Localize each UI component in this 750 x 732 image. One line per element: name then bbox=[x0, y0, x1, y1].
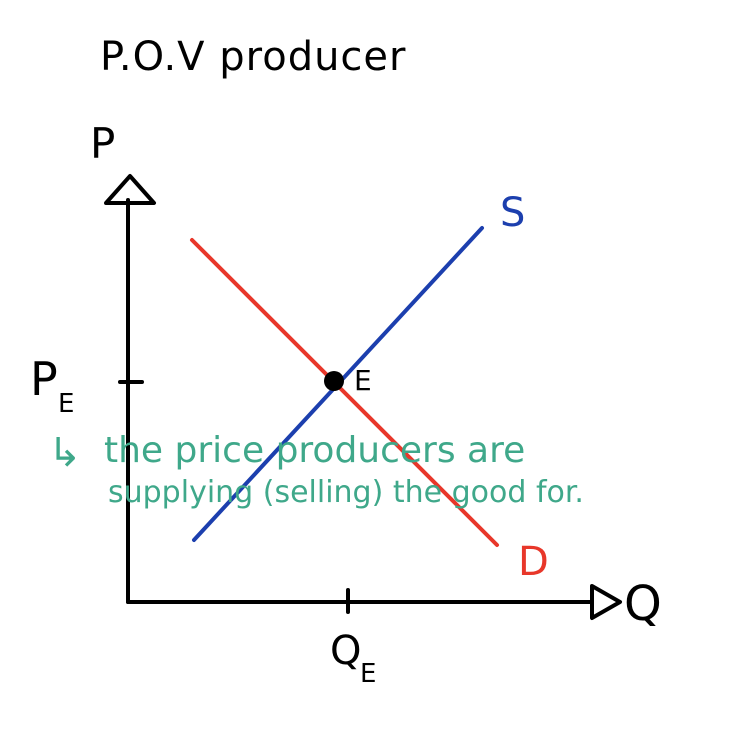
demand-label: D bbox=[518, 539, 549, 585]
title: P.O.V producer bbox=[100, 34, 406, 80]
price-marker-sub: E bbox=[58, 389, 74, 419]
x-axis-arrowhead bbox=[590, 584, 622, 620]
x-axis-label: Q bbox=[624, 576, 662, 632]
supply-label: S bbox=[500, 190, 525, 236]
y-axis-label: P bbox=[90, 119, 115, 168]
quantity-marker-sub: E bbox=[360, 659, 376, 689]
annotation: ↳ the price producers are supplying (sel… bbox=[48, 430, 584, 510]
price-marker-main: P bbox=[30, 352, 58, 406]
annotation-line-1: the price producers are bbox=[104, 430, 525, 471]
equilibrium-label: E bbox=[354, 364, 372, 397]
demand-curve bbox=[190, 238, 499, 547]
quantity-marker-main: Q bbox=[330, 628, 361, 674]
equilibrium-point bbox=[324, 371, 344, 391]
annotation-arrow: ↳ bbox=[48, 430, 82, 476]
y-axis-arrowhead bbox=[104, 174, 156, 205]
annotation-line-2: supplying (selling) the good for. bbox=[108, 475, 584, 510]
